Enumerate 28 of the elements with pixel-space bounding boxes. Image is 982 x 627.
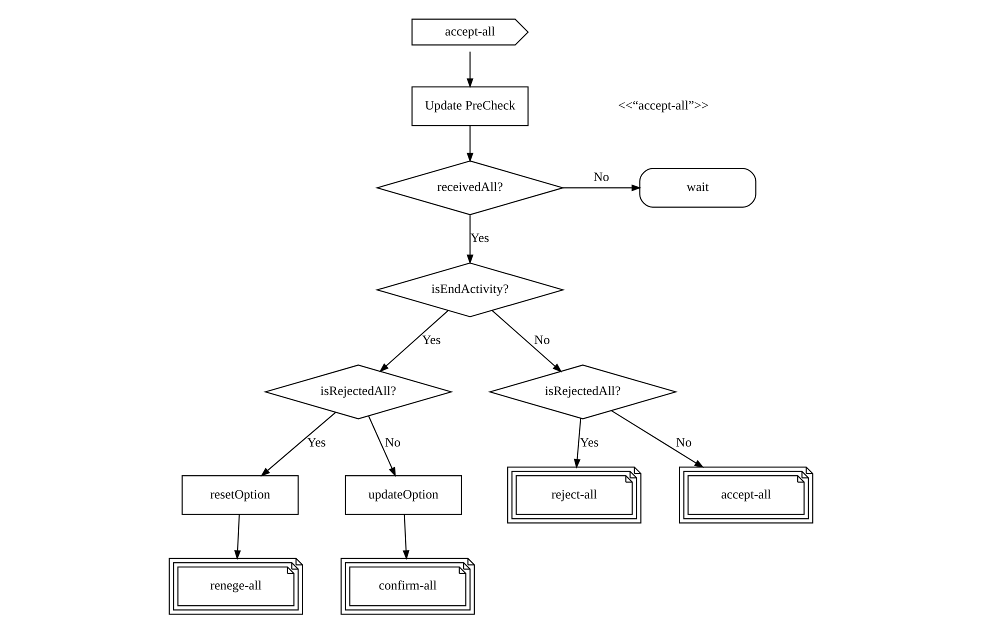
edge-label: No: [676, 435, 692, 450]
arrow: [563, 184, 642, 192]
node-diamond: isEndActivity?: [375, 262, 565, 318]
arrow: [574, 418, 582, 469]
node-box: updateOption: [344, 475, 462, 515]
arrow: [379, 310, 448, 372]
edge-label: No: [384, 435, 401, 450]
arrow: [611, 410, 704, 468]
node-box: resetOption: [182, 475, 299, 515]
label: <<“accept-all”>>: [618, 98, 709, 113]
arrow: [466, 215, 474, 264]
node-box: Update PreCheck: [412, 86, 529, 126]
arrow: [492, 310, 562, 372]
node-diamond: receivedAll?: [375, 160, 565, 216]
edge-label: Yes: [422, 333, 441, 348]
arrow: [466, 52, 474, 88]
edge-label: Yes: [580, 435, 599, 450]
edge-label: No: [593, 170, 610, 184]
arrow: [260, 412, 336, 477]
arrow: [466, 126, 474, 163]
arrow: [402, 514, 410, 560]
node-box: wait: [639, 168, 756, 208]
edge-label: Yes: [307, 435, 326, 450]
arrow: [234, 514, 241, 560]
edge-label: Yes: [470, 231, 490, 246]
edge-label: No: [534, 333, 550, 348]
node-diamond: isRejectedAll?: [264, 364, 454, 420]
arrow: [368, 416, 396, 477]
